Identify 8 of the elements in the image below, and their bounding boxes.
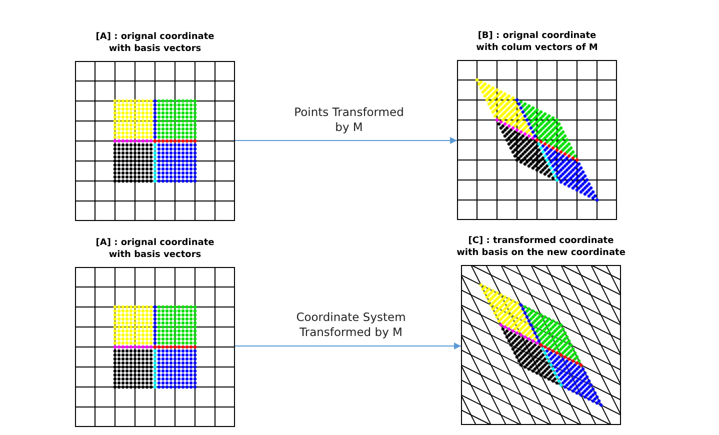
panel-heading: [A] : orignal coordinate with basis vectors xyxy=(94,237,216,261)
edge-label: Coordinate System Transformed by M xyxy=(295,310,407,340)
panel-heading: [A] : orignal coordinate with basis vectors xyxy=(94,31,216,55)
panel-heading: [B] : orignal coordinate with colum vectors of M xyxy=(475,30,599,54)
edge-label: Points Transformed by M xyxy=(293,104,405,134)
arrow xyxy=(234,137,458,144)
arrow xyxy=(234,342,462,350)
panel-heading: [C] : transformed coordinate with basis on the new coordinate xyxy=(456,235,626,259)
